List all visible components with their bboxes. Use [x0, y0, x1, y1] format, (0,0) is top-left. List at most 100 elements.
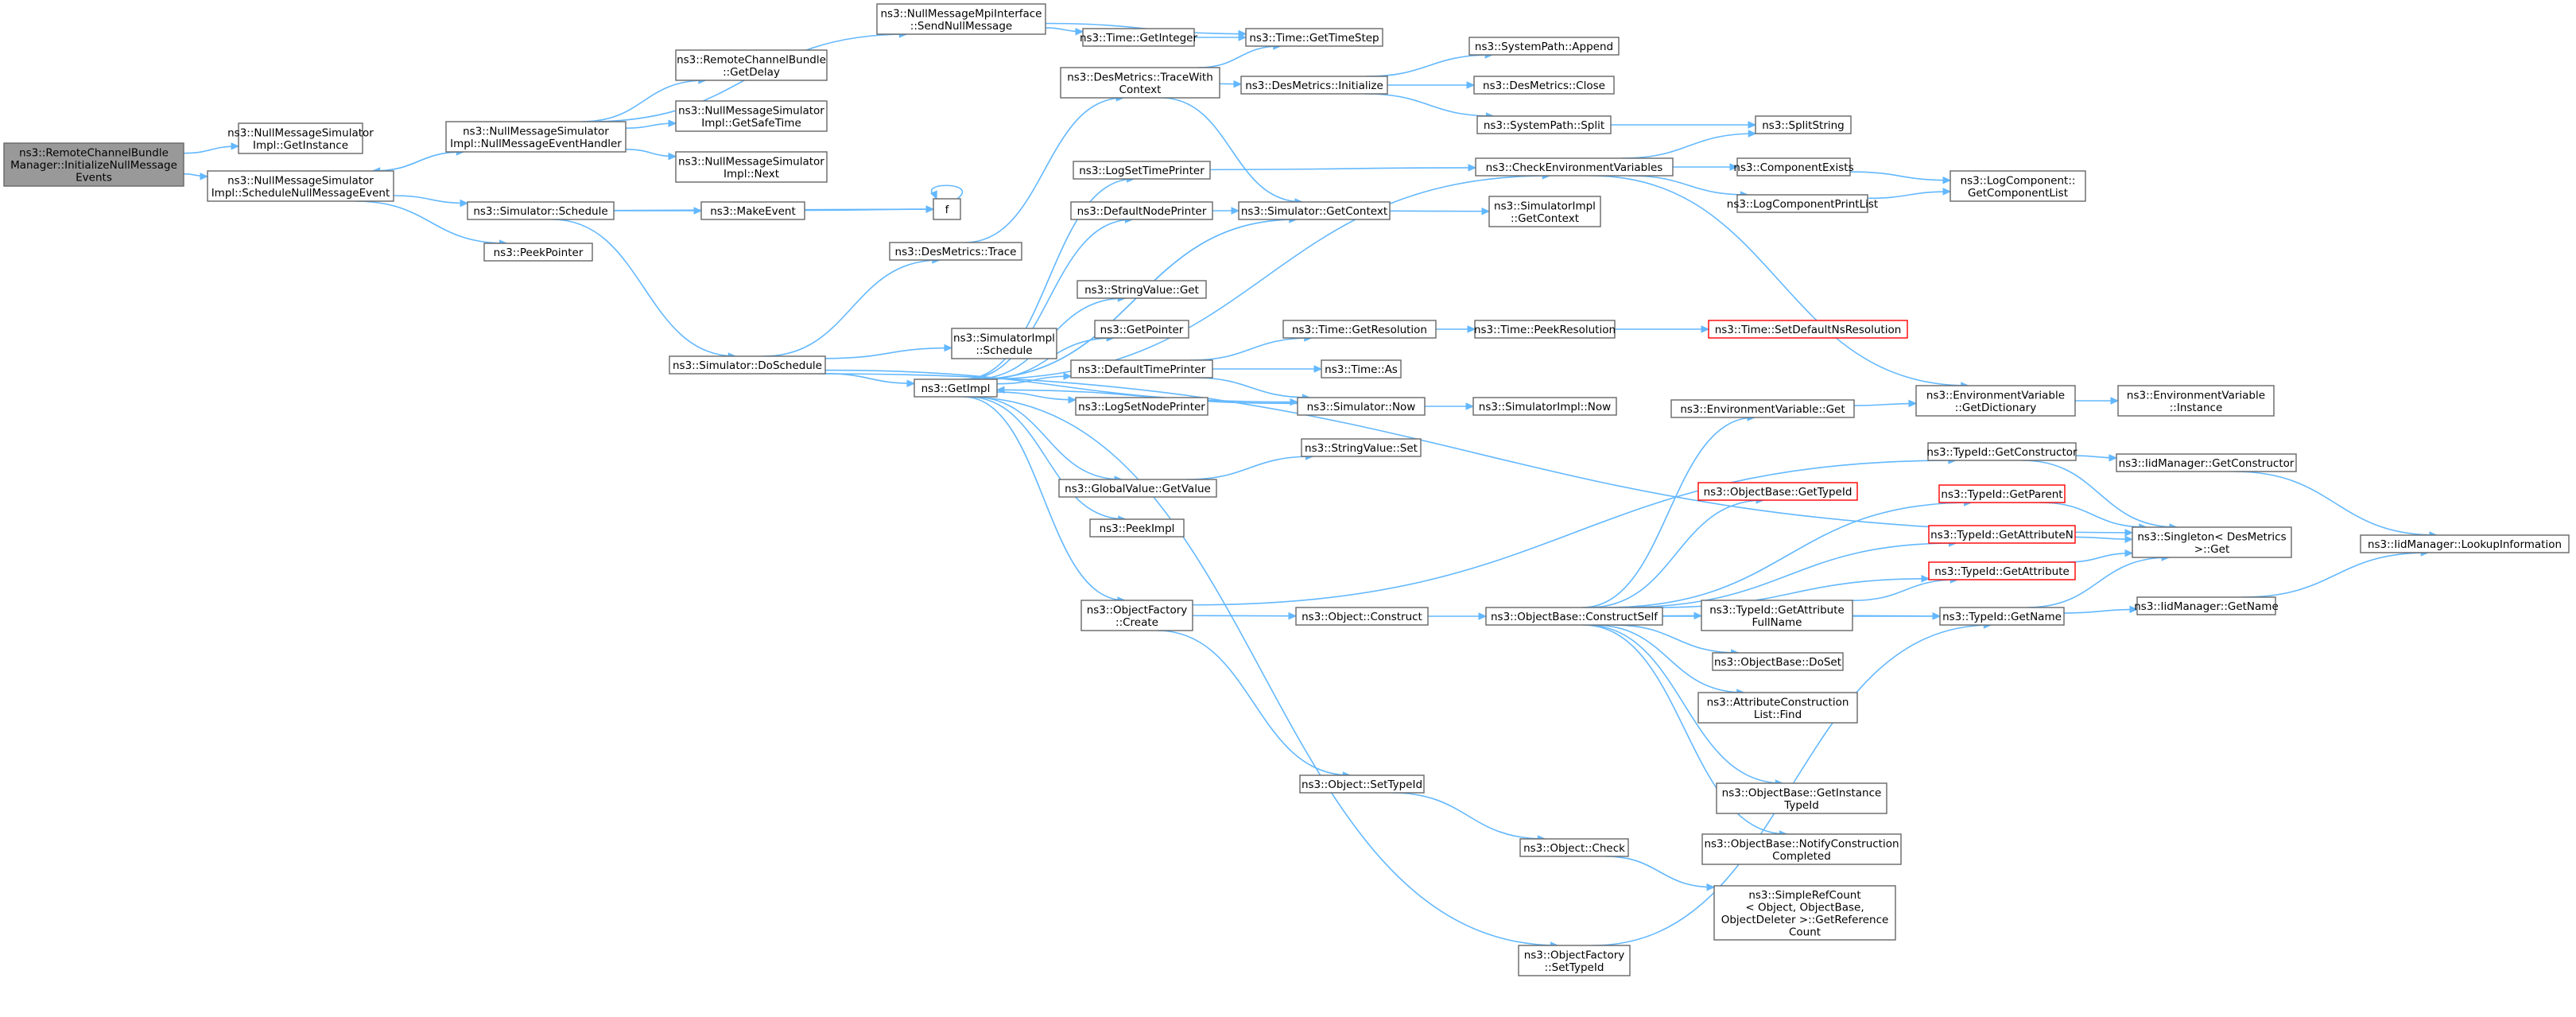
node-sendNull[interactable]: ns3::NullMessageMpiInterface::SendNullMe…: [876, 3, 1046, 35]
node-f[interactable]: f: [933, 198, 961, 220]
edge-line: [973, 219, 1297, 380]
node-label: ns3::RemoteChannelBundle::GetDelay: [677, 53, 826, 79]
node-objFactoryCreate[interactable]: ns3::ObjectFactory::Create: [1080, 600, 1193, 631]
edge-line: [355, 200, 507, 244]
node-logCompGetList[interactable]: ns3::LogComponent::GetComponentList: [1949, 170, 2086, 202]
edge-doSchedule-to-simNow: [824, 369, 1299, 406]
node-objBaseConstructSelf[interactable]: ns3::ObjectBase::ConstructSelf: [1485, 607, 1663, 626]
node-objSetTypeId[interactable]: ns3::Object::SetTypeId: [1299, 774, 1425, 794]
node-objBaseDoSet[interactable]: ns3::ObjectBase::DoSet: [1712, 652, 1844, 671]
node-label: ns3::GetImpl: [921, 382, 991, 395]
node-peekImpl[interactable]: ns3::PeekImpl: [1089, 518, 1185, 538]
node-logSetTime[interactable]: ns3::LogSetTimePrinter: [1073, 161, 1211, 180]
node-timeGetInteger[interactable]: ns3::Time::GetInteger: [1080, 28, 1197, 47]
node-makeEvent[interactable]: ns3::MakeEvent: [700, 201, 805, 220]
node-iidGetName[interactable]: ns3::IidManager::GetName: [2134, 596, 2279, 615]
edge-line: [824, 369, 1298, 403]
node-checkEnv[interactable]: ns3::CheckEnvironmentVariables: [1475, 157, 1674, 177]
node-iidLookup[interactable]: ns3::IidManager::LookupInformation: [2360, 534, 2570, 553]
node-strValGet[interactable]: ns3::StringValue::Get: [1077, 280, 1207, 299]
node-timeAs[interactable]: ns3::Time::As: [1321, 359, 1402, 378]
node-label: ns3::ObjectBase::ConstructSelf: [1491, 611, 1658, 623]
node-defaultNodePrinter[interactable]: ns3::DefaultNodePrinter: [1070, 201, 1213, 220]
edge-line: [2074, 536, 2133, 541]
edge-line: [1853, 402, 1917, 406]
node-compExists[interactable]: ns3::ComponentExists: [1733, 157, 1854, 177]
node-simImplGetContext[interactable]: ns3::SimulatorImpl::GetContext: [1488, 196, 1601, 227]
node-timePeekRes[interactable]: ns3::Time::PeekResolution: [1474, 320, 1616, 339]
node-dmTrace[interactable]: ns3::DesMetrics::Trace: [889, 242, 1022, 261]
node-label: ns3::SimulatorImpl::GetContext: [1494, 200, 1596, 225]
edge-arrowhead: [460, 199, 469, 208]
node-box: [1928, 525, 2076, 544]
node-typeIdGetAttr[interactable]: ns3::TypeId::GetAttribute: [1928, 561, 2076, 580]
node-strValSet[interactable]: ns3::StringValue::Set: [1301, 438, 1422, 457]
node-label: ns3::EnvironmentVariable::GetDictionary: [1926, 389, 2065, 414]
node-timeGetTimeStep[interactable]: ns3::Time::GetTimeStep: [1245, 28, 1383, 47]
node-iidGetCtor[interactable]: ns3::IidManager::GetConstructor: [2116, 453, 2297, 472]
node-logCompPrintList[interactable]: ns3::LogComponentPrintList: [1727, 194, 1878, 213]
node-defaultTimePrinter[interactable]: ns3::DefaultTimePrinter: [1070, 359, 1213, 378]
node-dmInitialize[interactable]: ns3::DesMetrics::Initialize: [1240, 76, 1388, 95]
node-envVarGet[interactable]: ns3::EnvironmentVariable::Get: [1670, 399, 1855, 418]
node-box: [1295, 607, 1429, 626]
node-simGetContext[interactable]: ns3::Simulator::GetContext: [1238, 201, 1391, 220]
node-simImplSchedule[interactable]: ns3::SimulatorImpl::Schedule: [951, 328, 1057, 359]
edge-defaultTimePrinter-to-timeGetRes: [1189, 334, 1313, 361]
node-spAppend[interactable]: ns3::SystemPath::Append: [1468, 37, 1620, 56]
edge-getImpl-to-objFactorySetTid: [964, 396, 1559, 949]
edge-checkEnv-to-splitString: [1621, 130, 1757, 159]
node-objCheck[interactable]: ns3::Object::Check: [1519, 838, 1629, 857]
node-label: ns3::Object::Check: [1523, 842, 1625, 855]
node-logSetNode[interactable]: ns3::LogSetNodePrinter: [1075, 397, 1208, 416]
node-label: ns3::Time::SetDefaultNsResolution: [1715, 324, 1902, 336]
node-splitString[interactable]: ns3::SplitString: [1755, 115, 1852, 134]
node-singletonGet[interactable]: ns3::Singleton< DesMetrics>::Get: [2132, 526, 2292, 558]
node-typeIdGetParent[interactable]: ns3::TypeId::GetParent: [1938, 484, 2066, 503]
node-box: [1240, 76, 1388, 95]
edge-line: [965, 97, 1124, 243]
node-dmClose[interactable]: ns3::DesMetrics::Close: [1473, 76, 1615, 95]
node-box: [1080, 600, 1193, 631]
edge-arrowhead: [2110, 397, 2120, 405]
node-simImplNow[interactable]: ns3::SimulatorImpl::Now: [1472, 397, 1617, 416]
node-getImpl[interactable]: ns3::GetImpl: [914, 378, 998, 398]
node-globalGetValue[interactable]: ns3::GlobalValue::GetValue: [1058, 479, 1217, 498]
node-simSchedule[interactable]: ns3::Simulator::Schedule: [467, 201, 615, 220]
node-typeIdGetAttrN[interactable]: ns3::TypeId::GetAttributeN: [1928, 525, 2076, 544]
node-box: [1518, 945, 1631, 976]
node-spSplit[interactable]: ns3::SystemPath::Split: [1476, 115, 1612, 134]
node-timeGetRes[interactable]: ns3::Time::GetResolution: [1282, 320, 1437, 339]
node-peekPointer[interactable]: ns3::PeekPointer: [483, 243, 593, 262]
node-objFactorySetTid[interactable]: ns3::ObjectFactory::SetTypeId: [1518, 945, 1631, 976]
edge-line: [2063, 608, 2138, 614]
node-envVarInstance[interactable]: ns3::EnvironmentVariable::Instance: [2117, 385, 2275, 417]
node-typeIdGetName[interactable]: ns3::TypeId::GetName: [1939, 607, 2065, 626]
node-doSchedule[interactable]: ns3::Simulator::DoSchedule: [669, 355, 826, 375]
node-timeSetDefault[interactable]: ns3::Time::SetDefaultNsResolution: [1708, 320, 1908, 339]
node-objConstruct[interactable]: ns3::Object::Construct: [1295, 607, 1429, 626]
node-box: [951, 328, 1057, 359]
node-typeIdGetCtor[interactable]: ns3::TypeId::GetConstructor: [1926, 442, 2077, 461]
node-simNow[interactable]: ns3::Simulator::Now: [1297, 397, 1426, 416]
node-simpleRefCount[interactable]: ns3::SimpleRefCount< Object, ObjectBase,…: [1713, 885, 1896, 941]
node-objBaseGetTypeId[interactable]: ns3::ObjectBase::GetTypeId: [1697, 482, 1858, 501]
node-rcbGetDelay[interactable]: ns3::RemoteChannelBundle::GetDelay: [675, 49, 828, 81]
edge-nmsHandler-to-nmsSafeTime: [625, 119, 677, 129]
node-getPointer[interactable]: ns3::GetPointer: [1094, 320, 1189, 339]
node-label: ns3::Simulator::Schedule: [473, 205, 607, 218]
node-envVarGetDict[interactable]: ns3::EnvironmentVariable::GetDictionary: [1915, 385, 2076, 417]
